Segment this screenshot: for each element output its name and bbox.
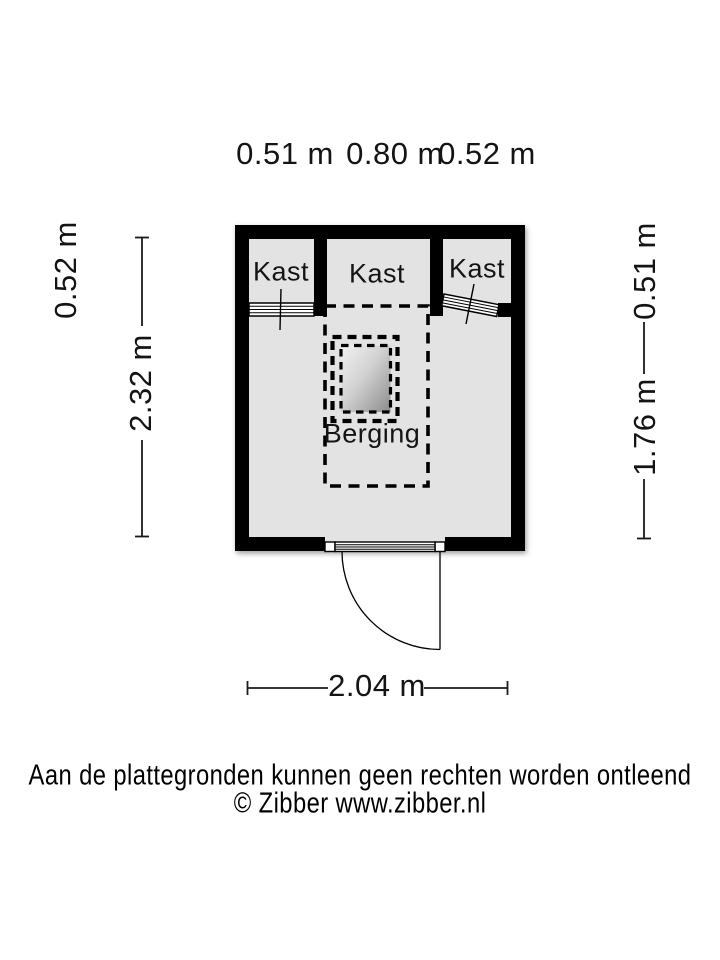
footer-credit: © Zibber www.zibber.nl — [233, 787, 487, 820]
partition-wall-right — [430, 239, 443, 316]
door-post-left — [324, 541, 336, 553]
dim-top-middle: 0.80 m — [346, 136, 444, 171]
door-indicator-line — [465, 283, 475, 325]
wall-stub-right — [498, 303, 511, 317]
room-label-kast-middle: Kast — [348, 258, 406, 289]
dim-top-right: 0.52 m — [438, 136, 536, 171]
dashed-zone-outline — [323, 304, 430, 488]
room-label-kast-right: Kast — [448, 253, 506, 284]
partition-wall-left — [314, 239, 327, 316]
room-label-kast-left: Kast — [252, 256, 310, 287]
dimension-lines — [135, 236, 651, 695]
room-label-berging: Berging — [323, 418, 421, 449]
dim-left-total: 2.32 m — [123, 334, 158, 432]
dim-top-left: 0.51 m — [236, 136, 334, 171]
dim-left-upper: 0.52 m — [48, 221, 83, 319]
door-post-right — [434, 541, 446, 553]
closet-door-left — [248, 288, 315, 331]
door-indicator-line — [279, 288, 282, 331]
dim-right-lower: 1.76 m — [627, 378, 662, 476]
door-swing-arc — [341, 551, 441, 651]
entrance-door — [324, 537, 446, 651]
dim-right-upper: 0.51 m — [627, 222, 662, 320]
dim-bottom: 2.04 m — [328, 668, 426, 703]
shaft-object — [330, 334, 400, 424]
closet-door-right — [440, 283, 500, 325]
footer-disclaimer: Aan de plattegronden kunnen geen rechten… — [28, 759, 692, 792]
